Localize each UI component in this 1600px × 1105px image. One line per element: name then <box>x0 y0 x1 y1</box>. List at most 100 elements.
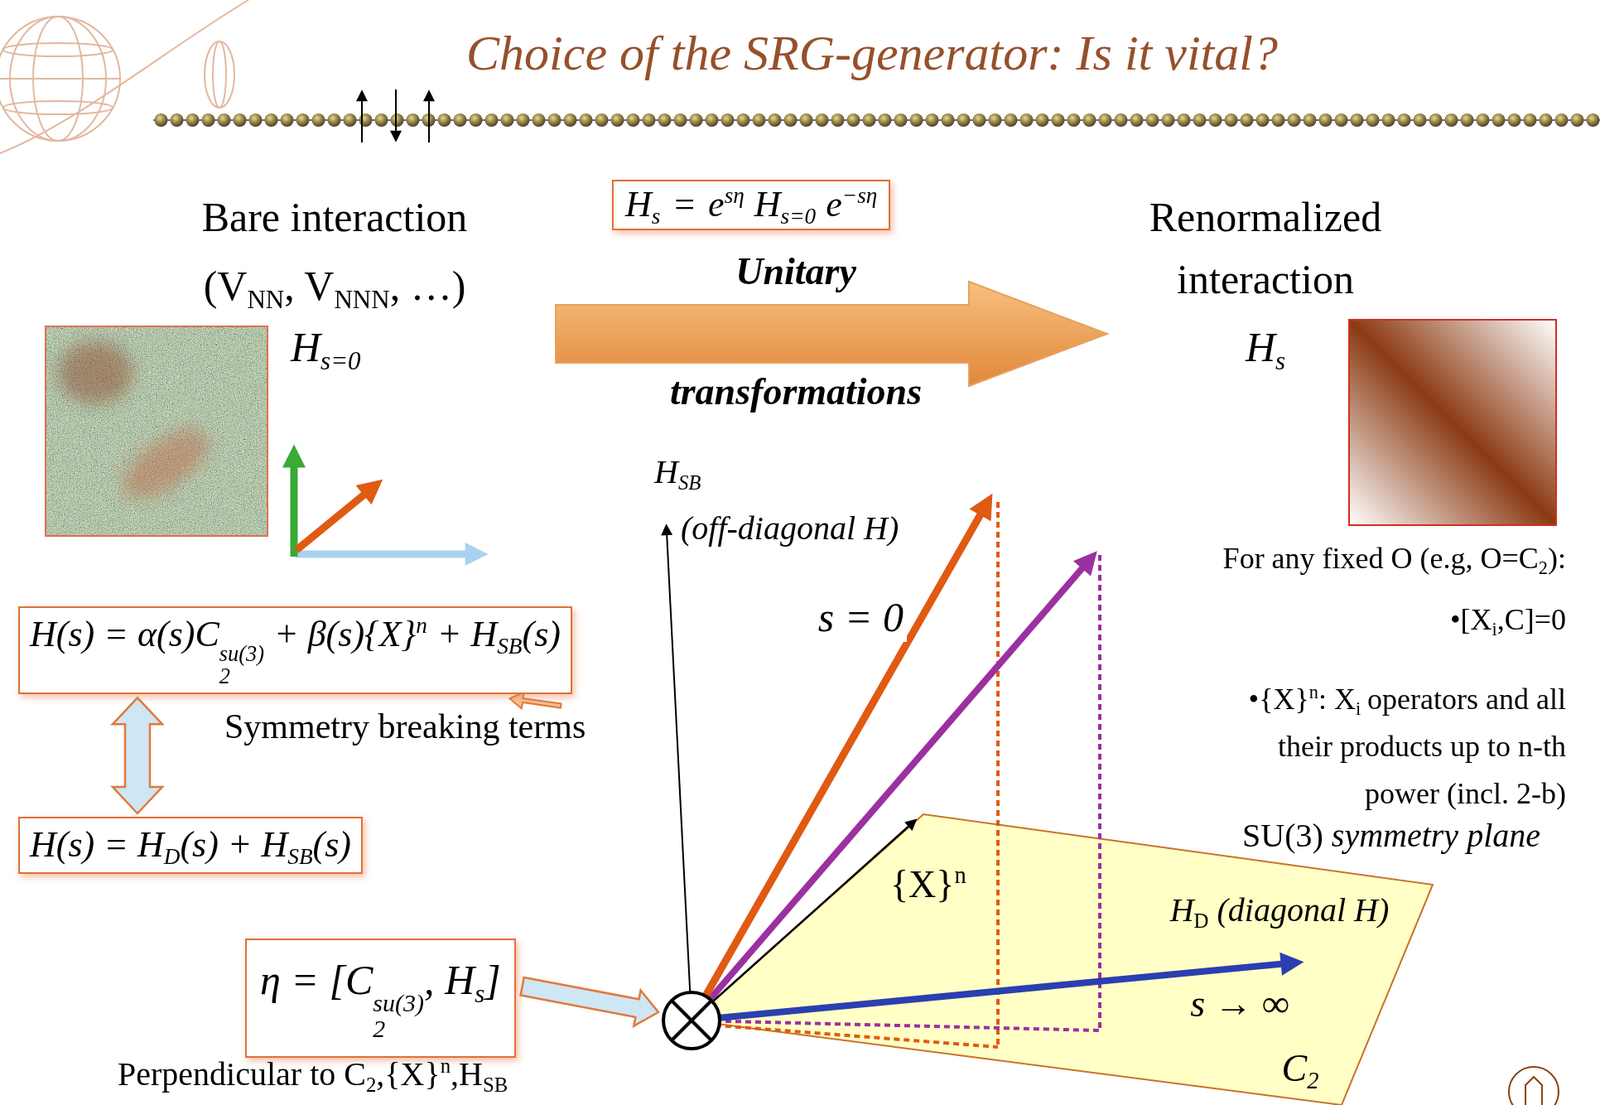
text-run: Bare interaction <box>202 193 468 241</box>
text-run: + β(s){X} <box>274 613 416 655</box>
subscript: i <box>1355 698 1361 719</box>
axis-label: (off-diagonal H) <box>680 508 899 549</box>
formula-box: H(s) = HD(s) + HSB(s) <box>18 816 363 874</box>
text-run: , …) <box>390 262 467 309</box>
subscript: s=0 <box>320 346 361 376</box>
text-run: ,H <box>450 1055 483 1093</box>
text-run: (s) <box>522 613 561 655</box>
subscript: SB <box>496 633 522 659</box>
text-run: e <box>825 183 843 225</box>
formula-box: Hs=esηHs=0e−sη <box>612 179 891 231</box>
interaction-list: (VNN, VNNN, …) <box>203 260 467 311</box>
heading-text: Bare interaction <box>202 192 468 242</box>
index-stack: su(3)2 <box>219 642 265 688</box>
plane-label: C2 <box>1281 1045 1320 1091</box>
subscript: 2 <box>1306 1067 1319 1094</box>
text-run: {X} <box>890 862 955 906</box>
vector-label: s → ∞ <box>1190 980 1290 1027</box>
subscript: D <box>1194 909 1210 932</box>
math-label: Hs=0 <box>290 322 362 372</box>
text-run: H(s) = α(s)C <box>29 613 220 655</box>
subscript: 2 <box>1538 557 1548 579</box>
axis-label: HSB <box>654 452 701 492</box>
text-run: SU(3) <box>1242 816 1324 854</box>
subscript: D <box>163 843 181 869</box>
text-run: H <box>654 453 679 491</box>
superscript: sη <box>724 183 745 208</box>
text-run: H(s) = H <box>29 824 164 865</box>
math-label: Hs <box>1245 322 1286 372</box>
text-run: ,{X} <box>375 1055 440 1093</box>
subscript: s <box>1275 346 1286 376</box>
subscript: 2 <box>372 1016 425 1042</box>
text-run: •[X <box>1450 602 1493 637</box>
text-run: C <box>1281 1046 1308 1090</box>
text-run: (s) <box>313 824 352 865</box>
text-run: H <box>1170 891 1195 929</box>
plane-label: SU(3)symmetry plane <box>1242 815 1541 856</box>
subscript: SB <box>287 843 313 869</box>
text-run: s = 0 <box>818 593 904 641</box>
plane-label: HD(diagonal H) <box>1170 890 1390 931</box>
vector-label: {X}n <box>890 861 967 907</box>
text-run: Perpendicular to C <box>117 1055 367 1093</box>
formula-box: H(s) = α(s)Csu(3)2+ β(s){X}n+ HSB(s) <box>18 606 573 694</box>
text-run: (V <box>203 262 248 309</box>
subscript: s <box>651 203 661 229</box>
text-run: symmetry plane <box>1331 816 1541 854</box>
subscript: SB <box>482 1073 508 1096</box>
text-run: Unitary <box>735 250 857 293</box>
text-run: s → ∞ <box>1190 982 1290 1025</box>
text-run: + H <box>437 613 497 655</box>
text-run: e <box>708 183 725 225</box>
superscript: n <box>440 1054 451 1077</box>
note-text: •[Xi,C]=0 <box>1450 602 1567 638</box>
arrow-label: transformations <box>669 368 922 415</box>
text-run: ,C]=0 <box>1497 602 1567 637</box>
superscript: su(3) <box>372 990 425 1017</box>
text-run: Renormalized interaction <box>1149 193 1382 303</box>
arrow-label: Unitary <box>735 248 857 294</box>
text-run: For any fixed O (e.g, O=C <box>1223 541 1539 575</box>
generator-box: η = [Csu(3)2, Hs] <box>245 938 516 1058</box>
pointer-arrow <box>520 977 659 1027</box>
text-run: H <box>290 323 321 371</box>
text-run: (s) + H <box>179 824 288 865</box>
subscript: NN <box>246 284 285 314</box>
text-run: (off-diagonal H) <box>680 509 899 547</box>
annotation: Symmetry breaking terms <box>224 705 586 747</box>
leader-arrow <box>509 692 561 709</box>
superscript: n <box>954 862 966 888</box>
text-run: : X <box>1318 682 1356 716</box>
text-run: H <box>1245 323 1276 371</box>
superscript: −sη <box>842 183 878 208</box>
superscript: n <box>415 612 428 638</box>
index-stack: su(3)2 <box>372 990 425 1041</box>
slide-title: Choice of the SRG-generator: Is it vital… <box>466 24 1278 82</box>
double-arrow <box>112 697 163 814</box>
subscript: 2 <box>219 665 265 688</box>
text-run: η = [C <box>260 956 373 1003</box>
text-run: transformations <box>669 370 922 413</box>
subscript: SB <box>678 471 702 494</box>
text-run: Symmetry breaking terms <box>224 707 586 746</box>
text-run: , H <box>424 956 475 1003</box>
note-text: For any fixed O (e.g, O=C2): <box>1223 540 1567 577</box>
superscript: n <box>1309 681 1319 703</box>
vector-label: s = 0 <box>814 592 907 642</box>
note-text: •{X}n: Xioperators and all their product… <box>1218 675 1567 818</box>
subscript: s=0 <box>780 203 817 229</box>
superscript: su(3) <box>219 642 265 666</box>
subscript: s <box>474 978 485 1008</box>
annotation: Perpendicular to C2,{X}n,HSB <box>117 1054 508 1094</box>
text-run: , V <box>284 262 334 309</box>
heading-text: Renormalized interaction <box>1128 186 1403 311</box>
subscript: 2 <box>366 1073 376 1096</box>
text-run: = <box>671 183 697 225</box>
text-run: ] <box>484 956 501 1003</box>
subscript: i <box>1491 618 1497 640</box>
text-run: H <box>754 183 781 225</box>
text-run: H <box>625 183 652 225</box>
subscript: NNN <box>333 284 390 314</box>
